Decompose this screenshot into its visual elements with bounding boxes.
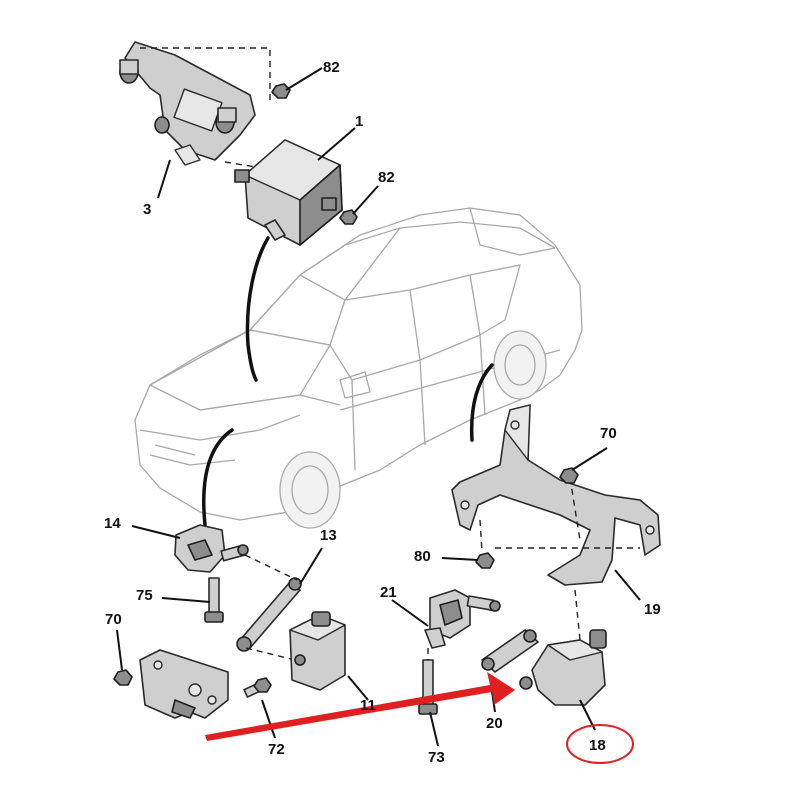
part-mount-bracket-left (139, 649, 229, 719)
label-3: 3 (143, 201, 151, 218)
label-13: 13 (320, 527, 337, 544)
label-75: 75 (136, 587, 153, 604)
part-73-bolt (418, 659, 438, 715)
label-73: 73 (428, 749, 445, 766)
label-18: 18 (589, 737, 606, 754)
part-19-rear-bracket (451, 404, 661, 586)
part-14-front-sensor (174, 524, 249, 573)
part-80-nut (475, 552, 495, 569)
part-75-bolt (204, 577, 224, 623)
label-82-right: 82 (378, 169, 395, 186)
label-11: 11 (360, 697, 376, 714)
label-20: 20 (486, 715, 503, 732)
part-18-actuator (519, 629, 607, 706)
part-3-bracket (119, 41, 256, 166)
label-70-left: 70 (105, 611, 122, 628)
label-19: 19 (644, 601, 661, 618)
part-82-nut-top (271, 83, 291, 99)
label-80: 80 (414, 548, 431, 565)
label-21: 21 (380, 584, 397, 601)
dash-19-18 (574, 589, 581, 641)
highlight-circle-18 (566, 724, 634, 764)
label-70-right: 70 (600, 425, 617, 442)
label-82-top: 82 (323, 59, 340, 76)
car-illustration (134, 207, 583, 529)
dash-13-11 (245, 647, 296, 661)
label-72: 72 (268, 741, 285, 758)
part-70-nut-right (559, 467, 579, 484)
dash-14-13 (244, 554, 298, 581)
callout-labels: 82 1 82 3 70 14 13 80 75 21 19 70 11 72 … (104, 59, 661, 766)
label-14: 14 (104, 515, 121, 532)
sensor-cables (201, 236, 494, 527)
part-20-link (481, 629, 539, 673)
label-1: 1 (355, 113, 363, 130)
dash-80-up (479, 519, 483, 553)
part-13-link-rod (236, 577, 302, 652)
part-21-rear-sensor (424, 589, 501, 649)
part-1-module (234, 139, 343, 246)
part-11-sensor (289, 611, 346, 691)
part-72-bolt (243, 677, 272, 698)
part-70-nut-left (113, 669, 133, 686)
highlight-arrow (205, 672, 515, 741)
